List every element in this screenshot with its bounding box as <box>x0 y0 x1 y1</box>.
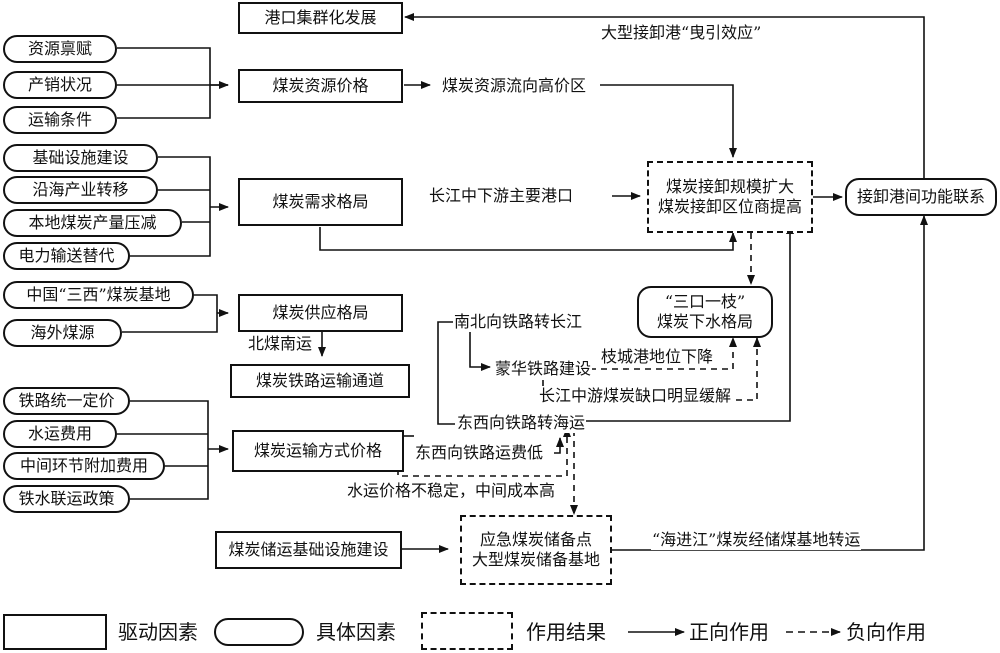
label-ew-rail-freight-low: 东西向铁路运费低 <box>414 443 545 463</box>
factor-production-sales: 产销状况 <box>3 71 117 99</box>
legend-driver-label: 驱动因素 <box>118 620 198 644</box>
factor-infrastructure: 基础设施建设 <box>3 144 158 172</box>
label-zhicheng-decline: 枝城港地位下降 <box>600 347 715 367</box>
factor-local-output-cut: 本地煤炭产量压减 <box>3 209 182 237</box>
factor-water-freight: 水运费用 <box>3 420 117 448</box>
factor-rail-water-policy: 铁水联运政策 <box>3 485 130 513</box>
label-towing-effect: 大型接卸港“曳引效应” <box>600 23 763 43</box>
label-menghua-railway: 蒙华铁路建设 <box>494 359 593 379</box>
driver-storage-infra: 煤炭储运基础设施建设 <box>215 531 402 569</box>
factor-coastal-industry: 沿海产业转移 <box>3 176 158 204</box>
result-emergency-storage: 应急煤炭储备点 大型煤炭储备基地 <box>460 515 612 585</box>
factor-three-ports-one-zhi: “三口一枝” 煤炭下水格局 <box>637 286 773 338</box>
result-unloading-scale: 煤炭接卸规模扩大 煤炭接卸区位商提高 <box>647 161 813 233</box>
legend-factor-label: 具体因素 <box>316 620 396 644</box>
label-north-coal-south: 北煤南运 <box>248 334 313 353</box>
legend-driver-swatch <box>3 614 107 650</box>
driver-rail-channel: 煤炭铁路运输通道 <box>230 364 410 398</box>
legend-factor-swatch <box>214 618 304 646</box>
driver-supply-pattern: 煤炭供应格局 <box>238 294 403 332</box>
legend-negative-label: 负向作用 <box>846 620 926 644</box>
driver-demand-pattern: 煤炭需求格局 <box>238 178 403 226</box>
factor-railway-unified-price: 铁路统一定价 <box>3 387 130 415</box>
factor-transport-conditions: 运输条件 <box>3 106 117 134</box>
label-yangtze-main-ports: 长江中下游主要港口 <box>428 186 575 206</box>
factor-intermediate-fees: 中间环节附加费用 <box>3 452 165 480</box>
label-water-price-unstable: 水运价格不稳定，中间成本高 <box>346 481 557 501</box>
label-ns-rail-to-yangtze: 南北向铁路转长江 <box>453 312 584 332</box>
driver-transport-price: 煤炭运输方式价格 <box>232 430 404 472</box>
factor-china-three-west: 中国“三西”煤炭基地 <box>3 281 194 309</box>
label-ew-rail-to-sea: 东西向铁路转海运 <box>456 413 587 433</box>
factor-resource-endowment: 资源禀赋 <box>3 35 117 63</box>
factor-port-function-link: 接卸港间功能联系 <box>845 178 997 216</box>
legend-result-label: 作用结果 <box>526 620 606 644</box>
factor-overseas-coal: 海外煤源 <box>3 319 122 347</box>
legend-positive-label: 正向作用 <box>689 620 769 644</box>
label-sea-into-river: “海进江”煤炭经储煤基地转运 <box>651 530 862 550</box>
label-flow-to-high-price: 煤炭资源流向高价区 <box>441 76 588 96</box>
driver-resource-price: 煤炭资源价格 <box>238 69 403 103</box>
factor-power-transmission: 电力输送替代 <box>3 242 130 270</box>
driver-port-cluster: 港口集群化发展 <box>238 2 403 34</box>
legend-result-swatch <box>421 612 513 650</box>
label-yangtze-gap-eased: 长江中游煤炭缺口明显缓解 <box>538 386 733 406</box>
